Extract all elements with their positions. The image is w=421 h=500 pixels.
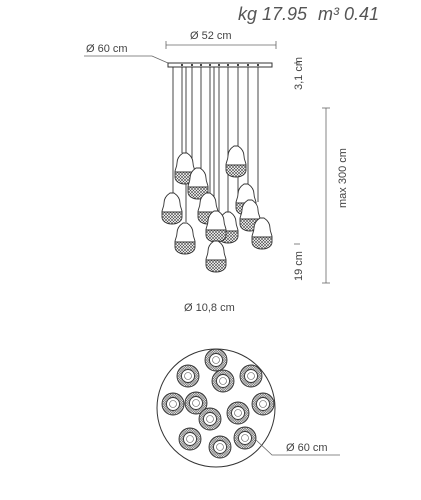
canopy-diameter-leader [84, 55, 169, 64]
canopy-width-label: Ø 52 cm [190, 30, 232, 42]
max-height-dimension-line [322, 107, 330, 284]
pendant-10 [174, 222, 196, 255]
plan-diameter-leader [255, 439, 340, 456]
pendant-group [161, 145, 273, 273]
canopy-diameter-label: Ø 60 cm [86, 43, 128, 55]
weight-label: kg 17.95 [238, 4, 308, 24]
canopy-width-dimension-line [165, 41, 277, 49]
pendant-5 [161, 192, 183, 225]
volume-label: m³ 0.41 [318, 4, 379, 24]
max-height-label: max 300 cm [337, 148, 349, 208]
pendant-9 [251, 217, 273, 250]
pendant-diameter-label: Ø 10,8 cm [184, 302, 235, 314]
pendant-3 [225, 145, 247, 178]
canopy-height-label: 3,1 cm [293, 57, 305, 90]
pendant-height-label: 19 cm [293, 251, 305, 281]
canopy-cable-points [180, 63, 260, 67]
pendant-11 [205, 210, 227, 243]
pendant-12 [205, 240, 227, 273]
suspension-cables [172, 67, 259, 240]
plan-diameter-label: Ø 60 cm [286, 442, 328, 454]
